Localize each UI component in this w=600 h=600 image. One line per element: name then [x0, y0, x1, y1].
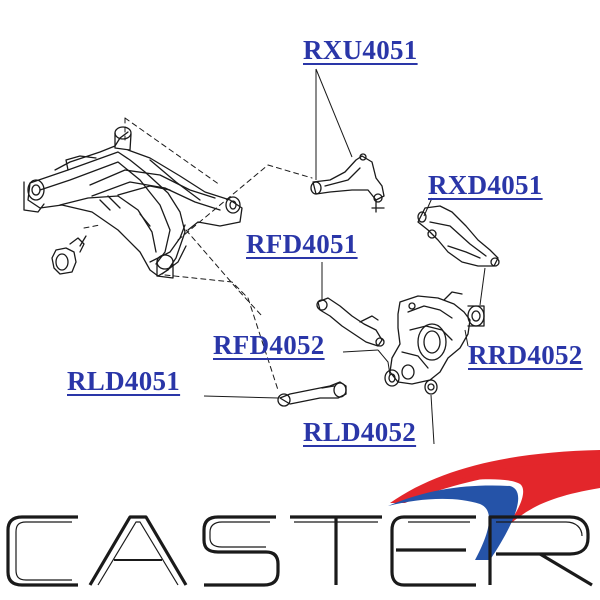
part-label-rxd4051[interactable]: RXD4051 [428, 170, 543, 200]
part-label-rld4051[interactable]: RLD4051 [67, 366, 181, 396]
part-label-rfd4052[interactable]: RFD4052 [213, 330, 325, 360]
toe-link-rld [277, 381, 347, 407]
logo-wordmark [6, 515, 593, 587]
link-rfd [316, 297, 385, 347]
logo-swoosh [388, 450, 600, 560]
part-label-rrd4052[interactable]: RRD4052 [468, 340, 583, 370]
part-label-rfd4051[interactable]: RFD4051 [246, 229, 358, 259]
upper-arm-rxu [310, 153, 385, 213]
arm-rxd [417, 205, 500, 267]
hub-knuckle [384, 291, 485, 395]
part-label-rxu4051[interactable]: RXU4051 [303, 35, 418, 65]
part-label-rld4052[interactable]: RLD4052 [303, 417, 417, 447]
loose-bushing [51, 235, 87, 275]
subframe-leaders [83, 117, 313, 391]
rear-subframe [23, 126, 243, 279]
label-leaders [203, 68, 486, 445]
